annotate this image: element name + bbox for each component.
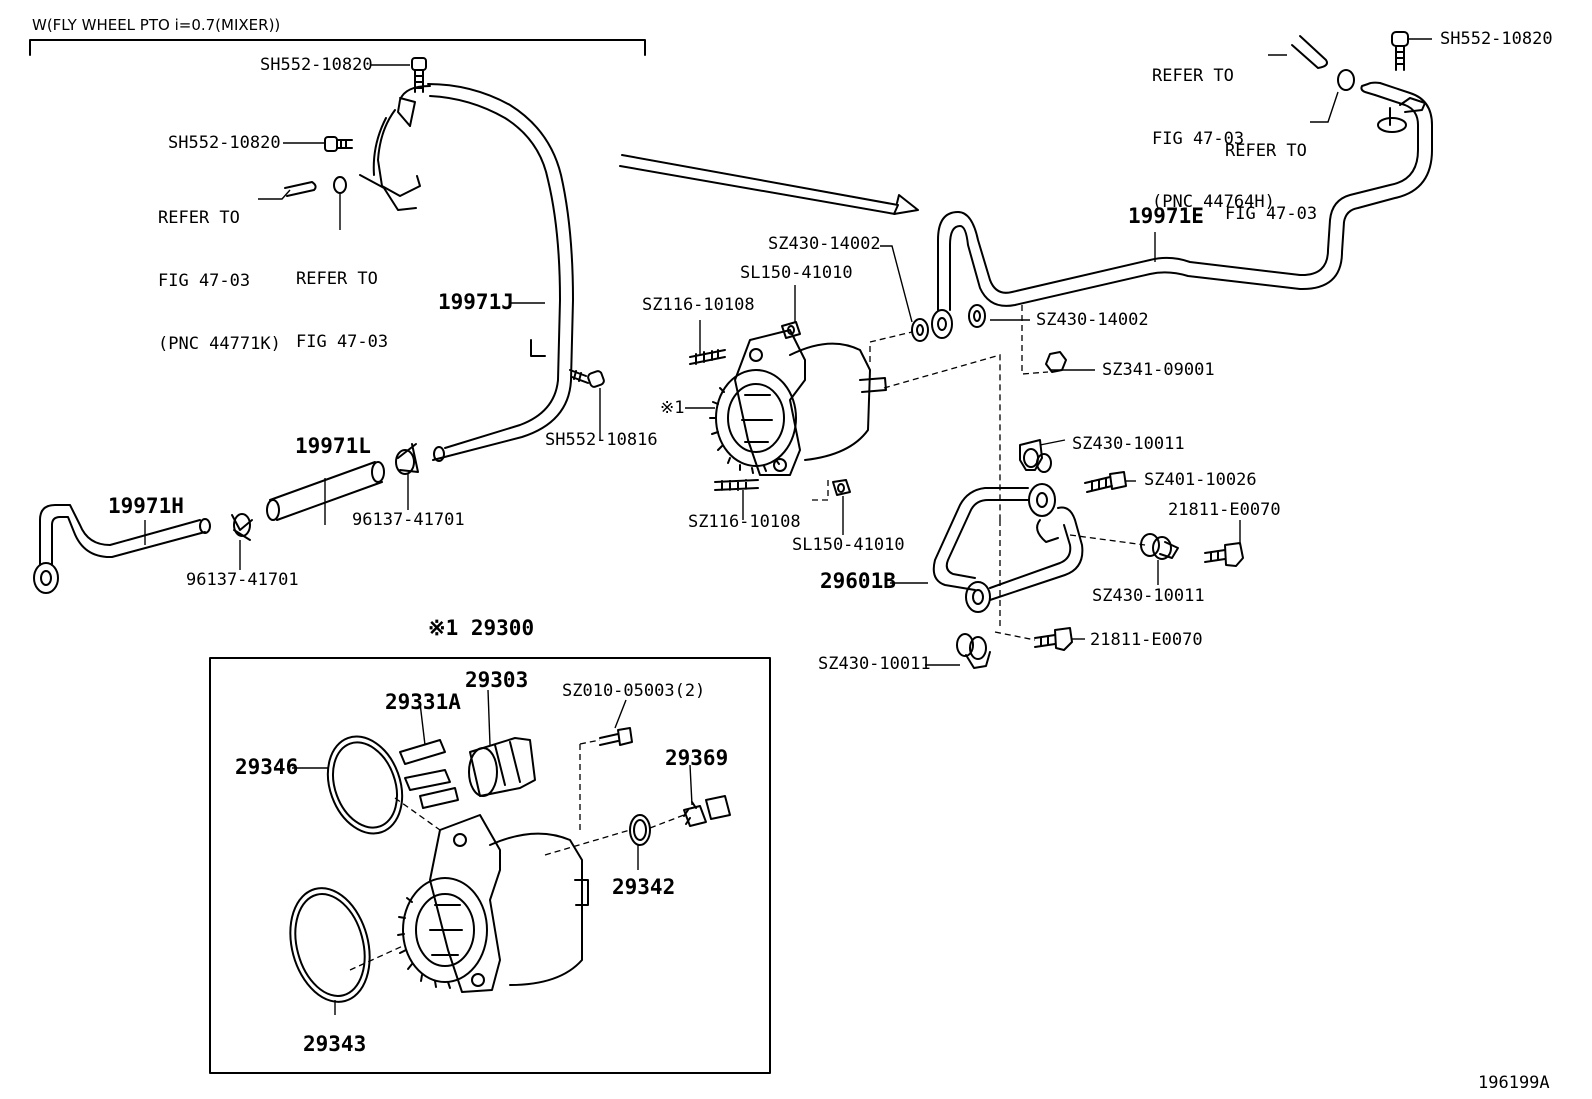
label-sz116-bottom[interactable]: SZ116-10108 xyxy=(688,512,801,532)
ref-pnc-44771k: REFER TO FIG 47-03 (PNC 44771K) xyxy=(158,166,281,376)
o-ring-29343 xyxy=(278,879,381,1011)
vacuum-pump-kit xyxy=(398,815,588,992)
label-mark-1: ※1 xyxy=(660,398,685,418)
label-sh552-10816[interactable]: SH552-10816 xyxy=(545,430,658,450)
label-29331a[interactable]: 29331A xyxy=(385,690,461,714)
washer-sz430-a xyxy=(912,319,928,341)
label-29303[interactable]: 29303 xyxy=(465,668,529,692)
leader-lines xyxy=(145,39,1432,1015)
label-sz116-top[interactable]: SZ116-10108 xyxy=(642,295,755,315)
screw-sz010 xyxy=(600,728,632,745)
label-29300[interactable]: ※1 29300 xyxy=(428,616,535,640)
valve-29369 xyxy=(684,796,730,826)
bolt-sh552-right xyxy=(1392,32,1408,70)
washer-sz430-b xyxy=(969,305,985,327)
hose-19971l xyxy=(267,462,384,520)
pipe-19971j xyxy=(360,84,573,461)
label-sz401[interactable]: SZ401-10026 xyxy=(1144,470,1257,490)
ref-clamp-right xyxy=(1338,70,1354,90)
o-ring-29346 xyxy=(315,726,415,844)
group-label: W(FLY WHEEL PTO i=0.7(MIXER)) xyxy=(32,16,281,34)
ref-line: REFER TO xyxy=(1225,141,1307,161)
bolt-sz401 xyxy=(1085,472,1126,492)
ref-line: REFER TO xyxy=(1152,66,1234,86)
label-sz010[interactable]: SZ010-05003(2) xyxy=(562,681,706,701)
direction-arrow xyxy=(620,155,918,214)
bolt-sh552-mid xyxy=(325,137,352,151)
label-sl150-bottom[interactable]: SL150-41010 xyxy=(792,535,905,555)
nut-sl150-bottom xyxy=(833,480,850,495)
label-sz430-10011-a[interactable]: SZ430-10011 xyxy=(1072,434,1185,454)
stud-sz116-bottom xyxy=(715,480,758,490)
nut-sl150-top xyxy=(782,322,800,338)
label-sz341[interactable]: SZ341-09001 xyxy=(1102,360,1215,380)
label-96137-b[interactable]: 96137-41701 xyxy=(352,510,465,530)
stud-sz116-top xyxy=(690,350,725,364)
label-21811-b[interactable]: 21811-E0070 xyxy=(1090,630,1203,650)
o-ring-29342 xyxy=(630,815,650,845)
pipe-19971h xyxy=(34,505,210,593)
label-29343[interactable]: 29343 xyxy=(303,1032,367,1056)
ref-line: FIG 47-03 xyxy=(158,271,251,291)
ref-pnc-44764h: REFER TO FIG 47-03 (PNC 44764H) xyxy=(1152,24,1275,234)
bolt-21811-a xyxy=(1205,543,1243,566)
clamp-96137-a xyxy=(232,514,252,540)
label-sh552-top[interactable]: SH552-10820 xyxy=(260,55,373,75)
label-29369[interactable]: 29369 xyxy=(665,746,729,770)
ref-line: FIG 47-03 xyxy=(1152,129,1245,149)
nut-sz341 xyxy=(1046,352,1066,372)
label-29601b[interactable]: 29601B xyxy=(820,569,896,593)
pipe-29601b xyxy=(934,484,1083,612)
kit-box-29300 xyxy=(210,658,770,1073)
label-19971j[interactable]: 19971J xyxy=(438,290,514,314)
ref-fig-right: REFER TO FIG 47-03 xyxy=(1225,99,1317,246)
figure-id: 196199A xyxy=(1478,1073,1550,1093)
ref-tube-left xyxy=(285,182,316,196)
label-21811-a[interactable]: 21811-E0070 xyxy=(1168,500,1281,520)
ref-line: FIG 47-03 xyxy=(296,332,389,352)
label-sz430-10011-c[interactable]: SZ430-10011 xyxy=(818,654,931,674)
label-19971l[interactable]: 19971L xyxy=(295,434,371,458)
label-sl150-top[interactable]: SL150-41010 xyxy=(740,263,853,283)
label-sz430-14002-a[interactable]: SZ430-14002 xyxy=(768,234,881,254)
ref-line: REFER TO xyxy=(296,269,378,289)
washer-sz430-10011-c xyxy=(957,634,990,668)
vacuum-pump-top xyxy=(710,330,886,475)
label-19971h[interactable]: 19971H xyxy=(108,494,184,518)
label-sh552-mid[interactable]: SH552-10820 xyxy=(168,133,281,153)
label-sh552-right[interactable]: SH552-10820 xyxy=(1440,29,1553,49)
washer-sz430-10011-a xyxy=(1020,440,1051,472)
bolt-21811-b xyxy=(1035,628,1072,650)
ref-clamp-left xyxy=(334,177,346,193)
ref-line: FIG 47-03 xyxy=(1225,204,1318,224)
ref-line: (PNC 44771K) xyxy=(158,334,281,354)
ref-fig-left: REFER TO FIG 47-03 xyxy=(296,227,388,374)
label-sz430-14002-b[interactable]: SZ430-14002 xyxy=(1036,310,1149,330)
clamp-96137-b xyxy=(396,444,418,474)
label-19971e[interactable]: 19971E xyxy=(1128,204,1204,228)
washer-sz430-10011-b xyxy=(1141,534,1178,559)
ref-line: (PNC 44764H) xyxy=(1152,192,1275,212)
bolt-sh552-10816 xyxy=(570,370,605,388)
label-96137-a[interactable]: 96137-41701 xyxy=(186,570,299,590)
vane-29331a xyxy=(400,740,458,808)
assembly-lines xyxy=(350,305,1145,970)
ref-tube-right xyxy=(1292,36,1327,68)
ref-line: REFER TO xyxy=(158,208,240,228)
label-sz430-10011-b[interactable]: SZ430-10011 xyxy=(1092,586,1205,606)
pipe-19971e xyxy=(932,83,1432,338)
rotor-29303 xyxy=(469,738,535,796)
bolt-sh552-top xyxy=(412,58,426,92)
group-bracket xyxy=(30,40,645,55)
label-29342[interactable]: 29342 xyxy=(612,875,676,899)
label-29346[interactable]: 29346 xyxy=(235,755,299,779)
